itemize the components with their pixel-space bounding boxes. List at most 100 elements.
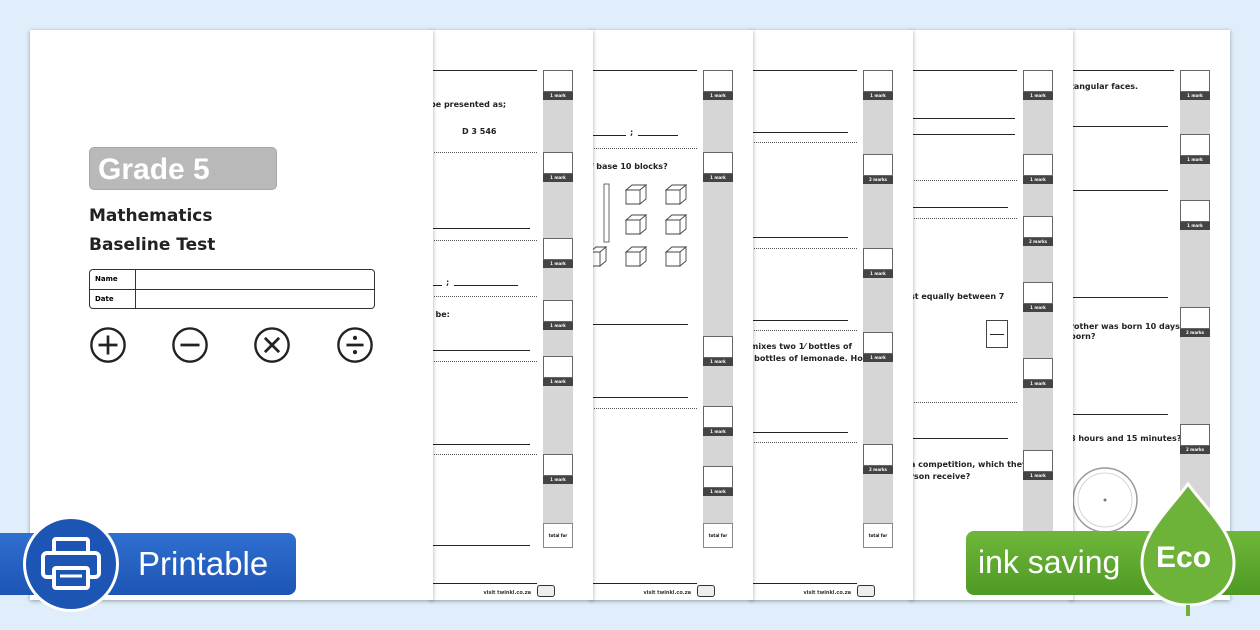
worksheet-page-2: be presented as; D 3 546 ; l be: 1 mark … bbox=[430, 30, 593, 600]
mark-label: 1 mark bbox=[1180, 92, 1210, 100]
mark-label: 2 marks bbox=[1180, 329, 1210, 337]
worksheet-page-6: tangular faces. rother was born 10 days … bbox=[1070, 30, 1230, 600]
mark-box: 1 mark bbox=[703, 70, 733, 100]
footer-url: visit twinkl.co.za bbox=[643, 590, 691, 596]
header-rule bbox=[910, 70, 1017, 71]
answer-line bbox=[590, 324, 688, 325]
question-divider bbox=[750, 142, 857, 143]
question-text: ⁄ bottles of lemonade. How bbox=[750, 354, 871, 363]
answer-option: D 3 546 bbox=[462, 127, 497, 136]
mark-label: 1 mark bbox=[543, 322, 573, 330]
twinkl-logo-icon bbox=[697, 585, 715, 597]
answer-line bbox=[750, 237, 848, 238]
answer-line bbox=[430, 545, 530, 546]
minus-icon bbox=[172, 327, 208, 363]
test-title: Mathematics Baseline Test bbox=[89, 202, 215, 260]
answer-line bbox=[1070, 190, 1168, 191]
answer-line bbox=[910, 134, 1015, 135]
question-divider bbox=[430, 454, 537, 455]
mark-box: 2 marks bbox=[1023, 216, 1053, 246]
mark-box: 1 mark bbox=[543, 356, 573, 386]
page-footer bbox=[590, 583, 697, 584]
mark-label: 1 mark bbox=[543, 92, 573, 100]
page-total-box: total for bbox=[863, 523, 893, 548]
printer-badge-circle bbox=[23, 516, 119, 612]
eco-label: Eco bbox=[1156, 541, 1212, 574]
name-date-table: Name Date bbox=[89, 269, 375, 309]
name-row: Name bbox=[90, 270, 374, 289]
question-text: rother was born 10 days bbox=[1070, 322, 1180, 331]
question-divider bbox=[750, 330, 857, 331]
mark-label: 1 mark bbox=[703, 488, 733, 496]
answer-line bbox=[454, 285, 518, 286]
mark-box: 1 mark bbox=[703, 466, 733, 496]
mark-label: 1 mark bbox=[703, 358, 733, 366]
answer-line bbox=[910, 118, 1015, 119]
question-divider bbox=[910, 402, 1017, 403]
ink-saving-label: ink saving bbox=[978, 544, 1121, 580]
marks-strip: 1 mark 1 mark 1 mark 1 mark 1 mark total… bbox=[703, 70, 733, 548]
question-divider bbox=[430, 296, 537, 297]
mark-box: 1 mark bbox=[1180, 200, 1210, 230]
answer-line bbox=[1070, 414, 1168, 415]
mark-box: 2 marks bbox=[1180, 307, 1210, 337]
mark-label: 1 mark bbox=[543, 378, 573, 386]
mark-label: 1 mark bbox=[1023, 176, 1053, 184]
answer-line bbox=[750, 132, 848, 133]
mark-label: 2 marks bbox=[1023, 238, 1053, 246]
question-divider bbox=[910, 180, 1017, 181]
cover-page: Grade 5 Mathematics Baseline Test Name D… bbox=[30, 30, 433, 600]
page-footer bbox=[750, 583, 857, 584]
mark-label: 1 mark bbox=[703, 174, 733, 182]
date-field[interactable] bbox=[136, 290, 374, 308]
mark-box: 1 mark bbox=[863, 70, 893, 100]
mark-box: 1 mark bbox=[703, 336, 733, 366]
question-text: rson receive? bbox=[910, 472, 971, 481]
question-text: mixes two 1⁄ bottles of bbox=[750, 342, 852, 351]
page-footer bbox=[430, 583, 537, 584]
mark-label: 2 marks bbox=[863, 466, 893, 474]
page-total-box: total for bbox=[543, 523, 573, 548]
question-text: a competition, which they bbox=[910, 460, 1028, 469]
answer-line bbox=[750, 432, 848, 433]
answer-line bbox=[430, 285, 442, 286]
footer-url: visit twinkl.co.za bbox=[803, 590, 851, 596]
mark-box: 2 marks bbox=[863, 154, 893, 184]
answer-line bbox=[750, 320, 848, 321]
mark-label: 1 mark bbox=[863, 270, 893, 278]
mark-box: 1 mark bbox=[1180, 134, 1210, 164]
date-label: Date bbox=[90, 290, 136, 308]
question-text: 8 hours and 15 minutes? bbox=[1070, 434, 1182, 443]
mark-box: 1 mark bbox=[1023, 450, 1053, 480]
mark-label: 1 mark bbox=[1023, 92, 1053, 100]
answer-line bbox=[590, 397, 688, 398]
header-rule bbox=[590, 70, 697, 71]
base10-blocks-diagram bbox=[590, 183, 688, 267]
mark-box: 1 mark bbox=[543, 300, 573, 330]
test-title-line-2: Baseline Test bbox=[89, 235, 216, 255]
answer-line bbox=[430, 228, 530, 229]
answer-line bbox=[1070, 297, 1168, 298]
mark-label: 2 marks bbox=[863, 176, 893, 184]
mark-box: 1 mark bbox=[543, 70, 573, 100]
name-label: Name bbox=[90, 270, 136, 289]
separator-text: ; bbox=[446, 278, 450, 287]
mark-box: 1 mark bbox=[703, 152, 733, 182]
twinkl-logo-icon bbox=[857, 585, 875, 597]
question-text: be presented as; bbox=[430, 100, 507, 109]
footer-url: visit twinkl.co.za bbox=[483, 590, 531, 596]
answer-line bbox=[910, 207, 1008, 208]
mark-box: 1 mark bbox=[1023, 70, 1053, 100]
mark-label: 1 mark bbox=[703, 428, 733, 436]
question-divider bbox=[430, 361, 537, 362]
answer-line bbox=[590, 135, 626, 136]
question-text: tangular faces. bbox=[1070, 82, 1139, 91]
marks-strip: 1 mark 1 mark 1 mark 1 mark 1 mark 1 mar… bbox=[543, 70, 573, 548]
header-rule bbox=[750, 70, 857, 71]
mark-box: 1 mark bbox=[543, 238, 573, 268]
fraction-box bbox=[986, 320, 1008, 348]
leaf-icon bbox=[1140, 481, 1236, 616]
name-field[interactable] bbox=[136, 270, 374, 289]
mark-label: 1 mark bbox=[703, 92, 733, 100]
mark-label: 1 mark bbox=[863, 92, 893, 100]
